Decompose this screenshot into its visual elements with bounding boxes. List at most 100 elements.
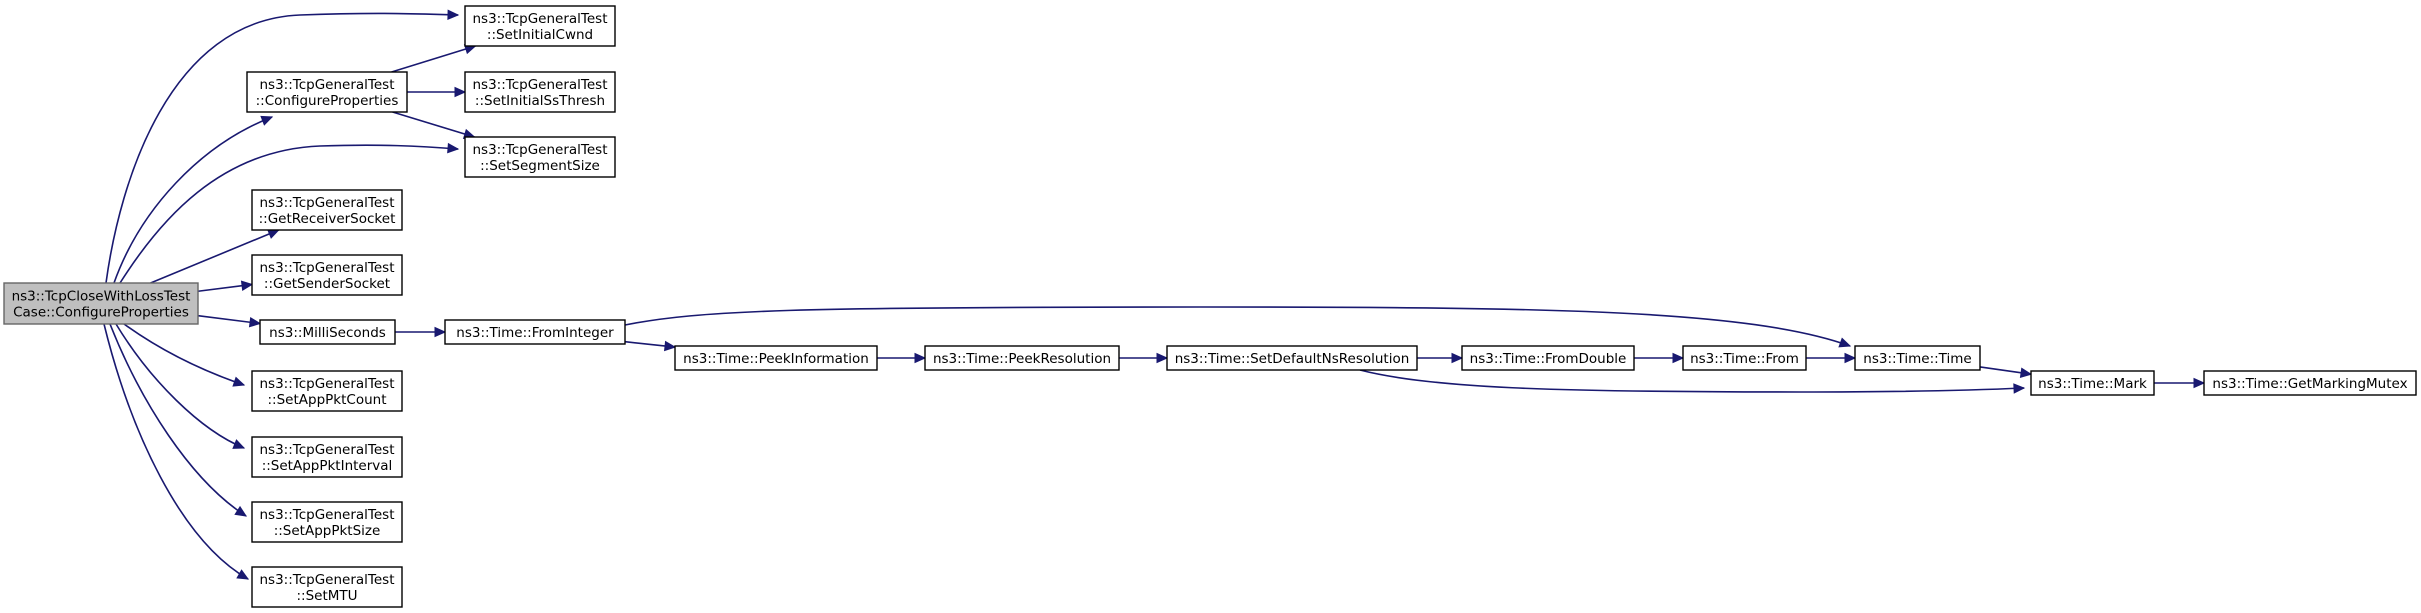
node-setAppPktSize[interactable]: ns3::TcpGeneralTest::SetAppPktSize xyxy=(251,501,403,543)
node-label-line: ns3::Time::GetMarkingMutex xyxy=(2212,376,2407,392)
node-label-line: ::SetInitialCwnd xyxy=(487,27,593,43)
node-setAppPktInterval[interactable]: ns3::TcpGeneralTest::SetAppPktInterval xyxy=(251,436,403,478)
edge-line xyxy=(624,306,1851,347)
arrowhead-icon xyxy=(266,229,280,239)
arrowhead-icon xyxy=(1838,337,1852,348)
node-box xyxy=(251,436,403,478)
edge-line xyxy=(392,111,475,138)
node-label-line: ns3::TcpGeneralTest xyxy=(472,142,607,158)
node-box xyxy=(251,189,403,231)
edge-root-to-setMTU xyxy=(103,323,250,580)
node-label-line: ns3::MilliSeconds xyxy=(269,325,386,341)
node-setDefaultNsResolution[interactable]: ns3::Time::SetDefaultNsResolution xyxy=(1166,345,1418,371)
node-peekResolution[interactable]: ns3::Time::PeekResolution xyxy=(924,345,1120,371)
node-box xyxy=(464,5,616,47)
node-configureProps[interactable]: ns3::TcpGeneralTest::ConfigureProperties xyxy=(246,71,408,113)
node-peekInformation[interactable]: ns3::Time::PeekInformation xyxy=(674,345,878,371)
node-label-line: ns3::TcpGeneralTest xyxy=(259,376,394,392)
node-getSenderSocket[interactable]: ns3::TcpGeneralTest::GetSenderSocket xyxy=(251,254,403,296)
node-label-line: ns3::Time::Mark xyxy=(2038,376,2147,392)
arrowhead-icon xyxy=(248,316,262,328)
node-setSegmentSize[interactable]: ns3::TcpGeneralTest::SetSegmentSize xyxy=(464,136,616,178)
node-label-line: ns3::TcpGeneralTest xyxy=(259,507,394,523)
arrowhead-icon xyxy=(447,142,460,154)
node-box xyxy=(674,345,878,371)
nodes-layer: ns3::TcpCloseWithLossTestCase::Configure… xyxy=(3,5,2417,608)
node-label-line: ::SetAppPktInterval xyxy=(262,458,393,474)
edges-layer xyxy=(103,9,2206,580)
node-label-line: ns3::TcpGeneralTest xyxy=(472,11,607,27)
edge-configureProps-to-setInitialCwnd xyxy=(391,44,477,73)
arrowhead-icon xyxy=(663,340,677,352)
edge-configureProps-to-setInitialSsThresh xyxy=(407,86,467,98)
node-label-line: ns3::TcpGeneralTest xyxy=(259,260,394,276)
node-box xyxy=(3,282,199,325)
edge-line xyxy=(150,229,279,284)
node-mark[interactable]: ns3::Time::Mark xyxy=(2030,370,2155,396)
node-box xyxy=(246,71,408,113)
edge-peekResolution-to-setDefaultNsResolution xyxy=(1119,352,1169,364)
node-setMTU[interactable]: ns3::TcpGeneralTest::SetMTU xyxy=(251,566,403,608)
node-time[interactable]: ns3::Time::Time xyxy=(1854,345,1981,371)
node-setInitialCwnd[interactable]: ns3::TcpGeneralTest::SetInitialCwnd xyxy=(464,5,616,47)
node-fromInteger[interactable]: ns3::Time::FromInteger xyxy=(444,319,626,345)
arrowhead-icon xyxy=(234,505,248,517)
node-fromDouble[interactable]: ns3::Time::FromDouble xyxy=(1461,345,1635,371)
node-label-line: ::SetMTU xyxy=(296,588,357,604)
edge-fromInteger-to-peekInformation xyxy=(624,340,677,352)
edge-configureProps-to-setSegmentSize xyxy=(392,111,476,139)
node-from[interactable]: ns3::Time::From xyxy=(1682,345,1807,371)
node-label-line: ns3::Time::PeekInformation xyxy=(683,351,869,367)
edge-fromInteger-to-time xyxy=(624,306,1852,348)
node-box xyxy=(1461,345,1635,371)
node-box xyxy=(444,319,626,345)
edge-root-to-setAppPktCount xyxy=(123,323,246,387)
node-box xyxy=(259,319,396,345)
edge-root-to-setAppPktInterval xyxy=(115,323,246,449)
node-label-line: ::SetAppPktCount xyxy=(268,392,387,408)
node-label-line: ns3::Time::SetDefaultNsResolution xyxy=(1175,351,1410,367)
node-setAppPktCount[interactable]: ns3::TcpGeneralTest::SetAppPktCount xyxy=(251,370,403,412)
node-box xyxy=(1166,345,1418,371)
node-box xyxy=(2030,370,2155,396)
edge-line xyxy=(109,323,247,517)
edge-root-to-setSegmentSize xyxy=(119,142,460,284)
node-label-line: ::ConfigureProperties xyxy=(256,93,399,109)
edge-mark-to-getMarkingMutex xyxy=(2154,377,2206,389)
edge-setDefaultNsResolution-to-mark xyxy=(1359,369,2026,394)
node-label-line: ns3::Time::FromInteger xyxy=(456,325,614,341)
arrowhead-icon xyxy=(232,376,246,387)
node-box xyxy=(464,71,616,113)
edge-root-to-configureProps xyxy=(113,115,274,284)
node-box xyxy=(2203,370,2417,396)
edge-root-to-setInitialCwnd xyxy=(105,9,460,284)
node-getReceiverSocket[interactable]: ns3::TcpGeneralTest::GetReceiverSocket xyxy=(251,189,403,231)
arrowhead-icon xyxy=(447,9,460,20)
node-label-line: ns3::TcpGeneralTest xyxy=(259,442,394,458)
edge-peekInformation-to-peekResolution xyxy=(877,352,927,364)
node-root[interactable]: ns3::TcpCloseWithLossTestCase::Configure… xyxy=(3,282,199,325)
arrowhead-icon xyxy=(232,439,246,449)
node-milliSeconds[interactable]: ns3::MilliSeconds xyxy=(259,319,396,345)
arrowhead-icon xyxy=(1672,352,1685,364)
edge-root-to-getSenderSocket xyxy=(197,280,254,293)
edge-line xyxy=(113,116,273,284)
node-label-line: ns3::TcpGeneralTest xyxy=(259,195,394,211)
node-label-line: ns3::Time::From xyxy=(1690,351,1799,367)
node-getMarkingMutex[interactable]: ns3::Time::GetMarkingMutex xyxy=(2203,370,2417,396)
edge-setDefaultNsResolution-to-fromDouble xyxy=(1417,352,1464,364)
node-label-line: ns3::TcpGeneralTest xyxy=(259,77,394,93)
node-box xyxy=(1682,345,1807,371)
node-setInitialSsThresh[interactable]: ns3::TcpGeneralTest::SetInitialSsThresh xyxy=(464,71,616,113)
arrowhead-icon xyxy=(1451,352,1464,364)
node-label-line: ns3::TcpGeneralTest xyxy=(259,572,394,588)
edge-line xyxy=(119,144,459,284)
arrowhead-icon xyxy=(240,280,254,292)
edge-root-to-milliSeconds xyxy=(197,314,262,328)
node-label-line: ns3::Time::FromDouble xyxy=(1470,351,1627,367)
node-label-line: ::GetSenderSocket xyxy=(264,276,390,292)
node-label-line: ::SetSegmentSize xyxy=(480,158,600,174)
edge-root-to-setAppPktSize xyxy=(109,323,248,517)
arrowhead-icon xyxy=(454,86,467,98)
